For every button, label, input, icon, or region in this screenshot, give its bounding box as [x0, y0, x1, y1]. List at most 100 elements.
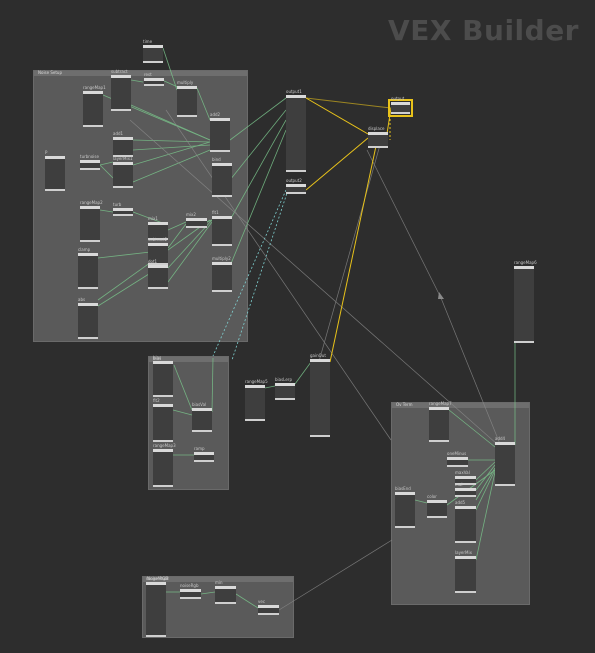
vop-node[interactable]: rangeMap6 — [514, 260, 537, 343]
wire — [264, 385, 276, 389]
node-label: clamp — [78, 247, 91, 252]
selected-wire — [329, 145, 377, 363]
vop-node[interactable]: noiseRgb — [180, 583, 201, 599]
vop-node[interactable]: mul — [455, 482, 476, 497]
node-label: bind — [212, 157, 221, 162]
vop-node[interactable]: abs — [78, 297, 98, 339]
vop-node[interactable]: rangeMap5 — [245, 379, 268, 421]
vop-node[interactable]: output2 — [286, 178, 306, 194]
wire — [229, 119, 287, 221]
vop-node[interactable]: mix1 — [148, 216, 168, 240]
vop-node[interactable]: multiply — [177, 80, 197, 117]
wire — [132, 149, 211, 183]
node-label: abs — [78, 297, 86, 302]
wire — [173, 364, 193, 411]
node-label: turbnoise — [80, 154, 99, 159]
node-label: rangeMap5 — [245, 379, 268, 384]
wire — [167, 223, 187, 249]
vop-node[interactable]: time — [143, 39, 163, 63]
vop-node[interactable]: add2 — [210, 112, 230, 152]
vop-node[interactable]: displace — [368, 126, 388, 148]
vop-node[interactable]: fit1 — [212, 210, 232, 246]
vop-node[interactable]: biasLerp — [275, 377, 295, 400]
wire — [317, 144, 381, 366]
vop-node[interactable]: vec — [258, 599, 279, 615]
vop-node[interactable]: rangeMap8 — [146, 576, 169, 637]
wire — [475, 461, 496, 481]
node-label: rangeMap2 — [80, 200, 103, 205]
vop-node[interactable]: multiply2 — [212, 256, 232, 292]
vop-node[interactable]: oneMinus — [447, 451, 468, 467]
vop-node[interactable]: add5 — [455, 500, 476, 543]
node-label: min — [215, 580, 223, 585]
wire — [448, 409, 496, 448]
vop-node[interactable]: output1 — [286, 89, 306, 172]
wire — [200, 591, 216, 595]
node-label: biasLerp — [275, 377, 292, 382]
vop-node[interactable]: biasVal — [192, 402, 212, 432]
node-label: rangeMap3 — [153, 443, 176, 448]
wire — [278, 539, 393, 611]
vop-node[interactable]: rangeMap1 — [83, 85, 106, 127]
node-label: add4 — [495, 436, 506, 441]
wire — [167, 219, 213, 269]
wire — [446, 469, 496, 506]
wire — [99, 164, 114, 179]
wire — [229, 97, 287, 141]
vop-node[interactable]: bias — [153, 355, 173, 397]
vop-node[interactable]: turb — [113, 202, 133, 216]
vop-node[interactable]: biasEnd — [395, 486, 415, 528]
vop-node[interactable]: ramp — [194, 446, 214, 462]
vop-node[interactable]: fit2 — [153, 398, 173, 442]
vop-node[interactable]: subtract2 — [148, 237, 168, 265]
wire — [130, 79, 144, 83]
vop-node[interactable]: bind — [212, 157, 232, 197]
selected-wire — [305, 137, 369, 191]
node-label: time — [143, 39, 153, 44]
vop-node[interactable]: add1 — [113, 131, 133, 157]
node-label: add5 — [455, 500, 466, 505]
wire — [172, 409, 193, 416]
dashed-wire — [231, 189, 289, 361]
network-box-label: Ov Term — [396, 402, 413, 407]
vop-node[interactable]: P — [45, 150, 65, 191]
vop-node[interactable]: layerMix — [455, 550, 476, 593]
wire — [99, 209, 114, 213]
node-label: multiply — [177, 80, 194, 85]
wire — [235, 593, 259, 609]
wire — [475, 464, 496, 491]
vop-node[interactable]: rangeMap3 — [153, 443, 176, 487]
output-node-selected[interactable]: output — [388, 96, 413, 117]
node-label: biasEnd — [395, 486, 411, 491]
selected-wire — [305, 97, 369, 135]
vop-node[interactable]: add4 — [495, 436, 515, 486]
vop-node[interactable]: rangeMap2 — [80, 200, 103, 242]
node-label: gainOut — [310, 353, 326, 358]
node-label: output — [391, 96, 405, 101]
vop-node[interactable]: clamp — [78, 247, 98, 289]
vop-node[interactable]: mix2 — [186, 212, 207, 228]
node-label: noiseRgb — [180, 583, 199, 588]
vop-node[interactable]: maxVal — [455, 470, 476, 485]
vop-node[interactable]: rest — [144, 72, 164, 86]
vop-node[interactable]: layerMix1 — [113, 156, 133, 188]
vop-node[interactable]: subtract — [111, 69, 131, 111]
node-label: fit2 — [153, 398, 160, 403]
wire — [162, 47, 178, 91]
vop-node[interactable]: min — [215, 580, 236, 604]
wire — [229, 109, 287, 181]
vop-node[interactable]: turbnoise — [80, 154, 100, 170]
vop-node[interactable]: rangeMap7 — [429, 401, 452, 442]
network-box-noise-setup[interactable]: Noise Setup — [33, 70, 248, 342]
wire-arrow — [438, 292, 444, 299]
vop-node[interactable]: dot1 — [148, 259, 168, 289]
node-label: turb — [113, 202, 122, 207]
wire — [132, 141, 211, 166]
vop-node[interactable]: color — [427, 494, 447, 518]
wire — [294, 361, 312, 385]
vop-node[interactable]: gainOut — [310, 353, 330, 437]
node-label: rangeMap8 — [146, 576, 169, 581]
node-label: ramp — [194, 446, 205, 451]
